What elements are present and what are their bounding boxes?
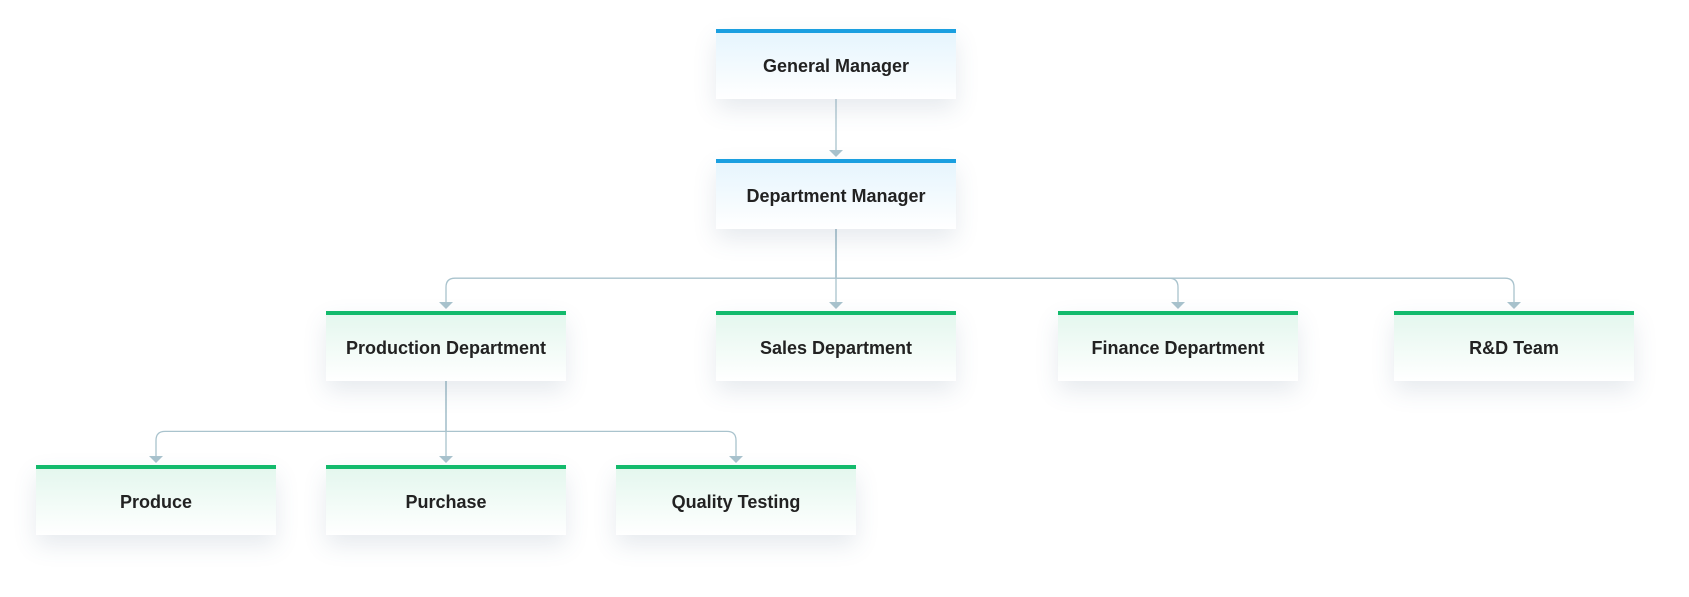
node-department-manager[interactable]: Department Manager: [716, 159, 956, 229]
node-sales-department[interactable]: Sales Department: [716, 311, 956, 381]
arrowhead-icon: [439, 302, 453, 309]
arrowhead-icon: [1507, 302, 1521, 309]
connector-production_department-to-quality_testing: [445, 381, 737, 457]
arrowhead-icon: [829, 302, 843, 309]
connector-department_manager-to-production_department: [445, 229, 837, 303]
arrowhead-icon: [149, 456, 163, 463]
node-general-manager[interactable]: General Manager: [716, 29, 956, 99]
node-produce[interactable]: Produce: [36, 465, 276, 535]
node-purchase[interactable]: Purchase: [326, 465, 566, 535]
connector-department_manager-to-finance_department: [835, 229, 1179, 303]
node-production-department[interactable]: Production Department: [326, 311, 566, 381]
arrowhead-icon: [729, 456, 743, 463]
node-finance-department[interactable]: Finance Department: [1058, 311, 1298, 381]
arrowhead-icon: [439, 456, 453, 463]
connector-department_manager-to-rd_team: [835, 229, 1515, 303]
arrowhead-icon: [1171, 302, 1185, 309]
connector-production_department-to-produce: [155, 381, 447, 457]
node-quality-testing[interactable]: Quality Testing: [616, 465, 856, 535]
arrowhead-icon: [829, 150, 843, 157]
node-rd-team[interactable]: R&D Team: [1394, 311, 1634, 381]
